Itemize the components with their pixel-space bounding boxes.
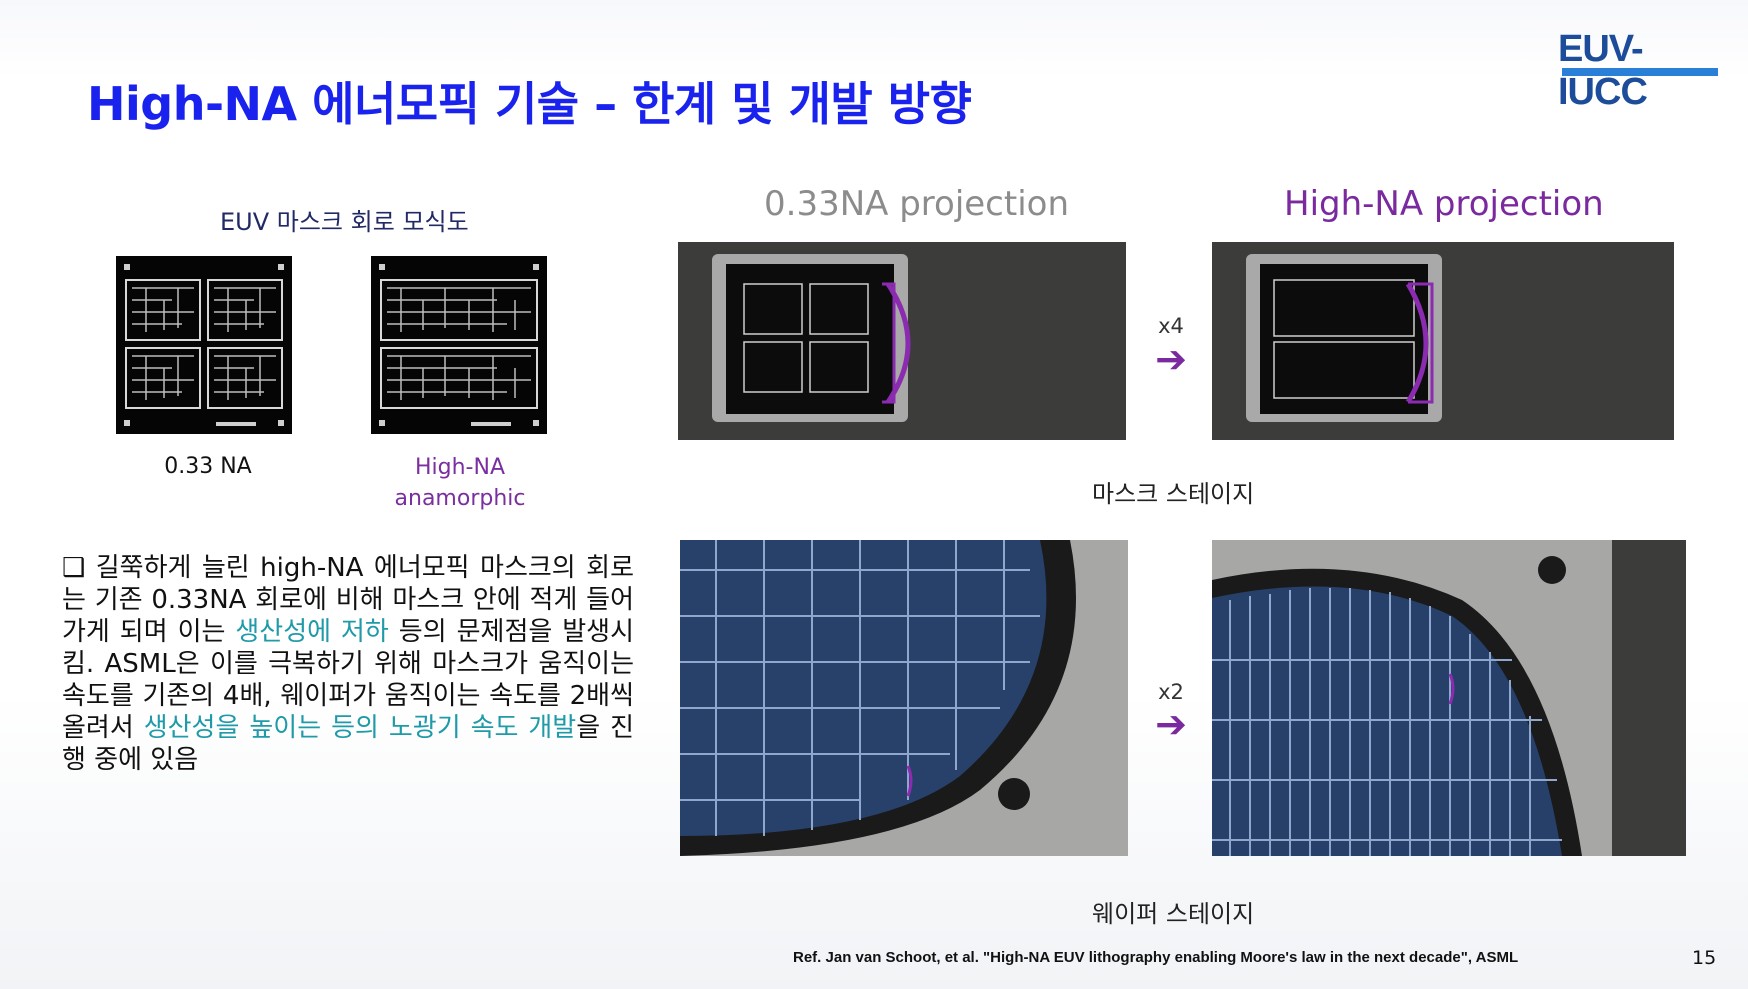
label-033-na: 0.33 NA bbox=[164, 454, 252, 479]
heading-033-projection: 0.33NA projection bbox=[764, 184, 1070, 224]
label-highna-line1: High-NA bbox=[414, 455, 505, 480]
mask-multiplier-label: x4 bbox=[1158, 314, 1184, 338]
body-text-1: 길쭉하게 늘린 high-NA 에너모픽 마스크의 회로는 기존 0.33NA … bbox=[62, 553, 634, 647]
wafer-arrow-icon: ➔ bbox=[1155, 702, 1187, 746]
wafer-stage-label: 웨이퍼 스테이지 bbox=[1092, 900, 1255, 928]
mask-stage-highna-image bbox=[1212, 242, 1674, 440]
body-highlight-1: 생산성에 저하 bbox=[235, 617, 389, 647]
mask-arrow-icon: ➔ bbox=[1155, 337, 1187, 381]
mask-caption: EUV 마스크 회로 모식도 bbox=[220, 208, 469, 236]
logo-bar bbox=[1562, 68, 1718, 76]
mask-highna-image bbox=[371, 256, 547, 434]
heading-highna-projection: High-NA projection bbox=[1284, 184, 1604, 224]
body-highlight-2: 생산성을 높이는 등의 노광기 속도 개발 bbox=[143, 713, 577, 743]
body-text-3: 을 진행 중에 있음 bbox=[62, 713, 634, 775]
bullet-icon: ❑ bbox=[62, 553, 86, 583]
body-text-2: 등의 문제점을 발생시킴. ASML은 이를 극복하기 위해 마스크가 움직이는… bbox=[62, 617, 634, 743]
reference-footnote: Ref. Jan van Schoot, et al. "High-NA EUV… bbox=[793, 949, 1519, 966]
page-number: 15 bbox=[1692, 947, 1717, 969]
mask-stage-label: 마스크 스테이지 bbox=[1092, 480, 1255, 508]
mask-stage-033-image bbox=[678, 242, 1126, 440]
wafer-stage-033-image bbox=[680, 540, 1128, 856]
label-highna-line2: anamorphic bbox=[394, 486, 526, 511]
mask-033-image bbox=[116, 256, 292, 434]
slide-title: High-NA 에너모픽 기술 – 한계 및 개발 방향 bbox=[87, 77, 972, 131]
logo-text: EUV-IUCC bbox=[1558, 28, 1648, 113]
label-highna: High-NA anamorphic bbox=[380, 452, 540, 514]
body-paragraph: ❑ 길쭉하게 늘린 high-NA 에너모픽 마스크의 회로는 기존 0.33N… bbox=[62, 552, 634, 776]
wafer-stage-highna-image bbox=[1212, 540, 1686, 856]
euv-iucc-logo: EUV-IUCC bbox=[1558, 28, 1720, 113]
wafer-multiplier-label: x2 bbox=[1158, 680, 1184, 704]
